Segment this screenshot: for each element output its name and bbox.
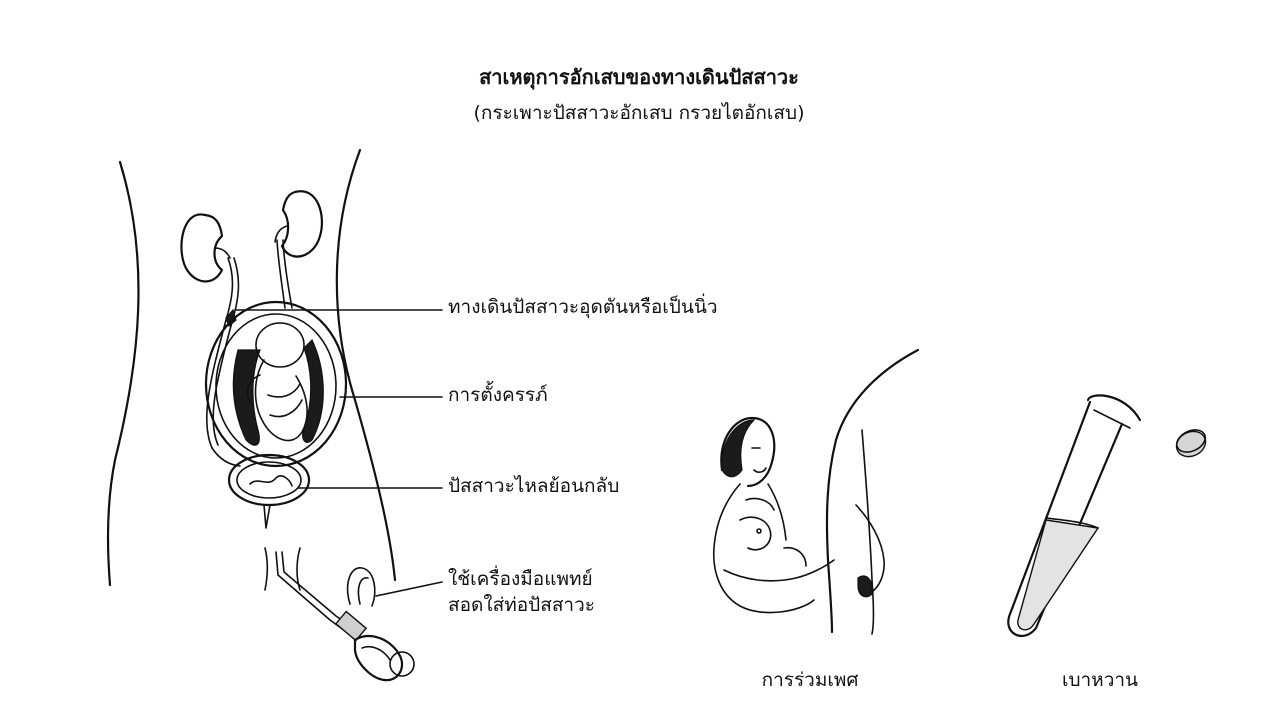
- callout-pregnancy: การตั้งครรภ์: [448, 384, 548, 406]
- right-kidney: [274, 190, 324, 258]
- diagram-subtitle: (กระเพาะปัสสาวะอักเสบ กรวยไตอักเสบ): [473, 102, 805, 124]
- ureters: [205, 239, 293, 467]
- caption-intercourse: การร่วมเพศ: [761, 669, 859, 691]
- intercourse-illustration: [712, 348, 920, 635]
- callout-instrument-line2: สอดใส่ท่อปัสสาวะ: [448, 594, 595, 616]
- medical-instrument: [275, 551, 415, 682]
- pregnant-uterus: [204, 300, 348, 468]
- bladder: [227, 453, 311, 529]
- test-tube-illustration: [1007, 394, 1142, 638]
- callout-reflux: ปัสสาวะไหลย้อนกลับ: [448, 475, 620, 497]
- torso-outline: [106, 148, 397, 591]
- pill-tablet: [1175, 429, 1207, 458]
- leader-lines: [235, 309, 443, 597]
- caption-diabetes: เบาหวาน: [1061, 669, 1139, 691]
- callout-obstruction: ทางเดินปัสสาวะอุดตันหรือเป็นนิ่ว: [448, 296, 718, 318]
- left-kidney: [180, 213, 231, 283]
- callout-instrument-line1: ใช้เครื่องมือแพทย์: [448, 568, 593, 590]
- diagram-title: สาเหตุการอักเสบของทางเดินปัสสาวะ: [479, 65, 799, 89]
